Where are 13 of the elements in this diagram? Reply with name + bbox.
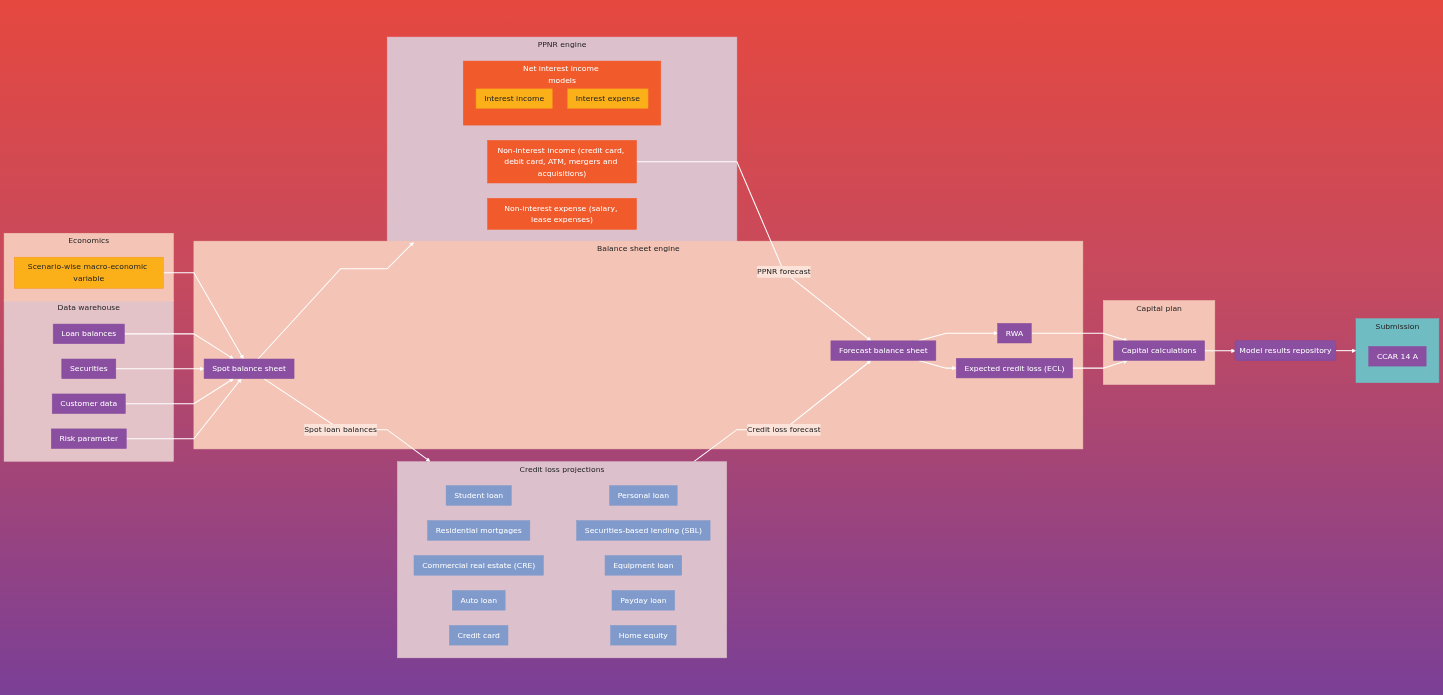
- arrow: [257, 242, 414, 360]
- arrow: [123, 333, 234, 360]
- arrow: [124, 378, 234, 405]
- arrow: [1335, 348, 1357, 353]
- arrow: [1204, 348, 1236, 354]
- arrow: [263, 378, 431, 462]
- arrow: [1030, 332, 1128, 342]
- arrow: [693, 360, 872, 463]
- arrow: [162, 272, 244, 360]
- arrow: [1072, 359, 1128, 369]
- arrow: [115, 366, 205, 372]
- arrow: [636, 161, 872, 342]
- arrow: [125, 378, 242, 440]
